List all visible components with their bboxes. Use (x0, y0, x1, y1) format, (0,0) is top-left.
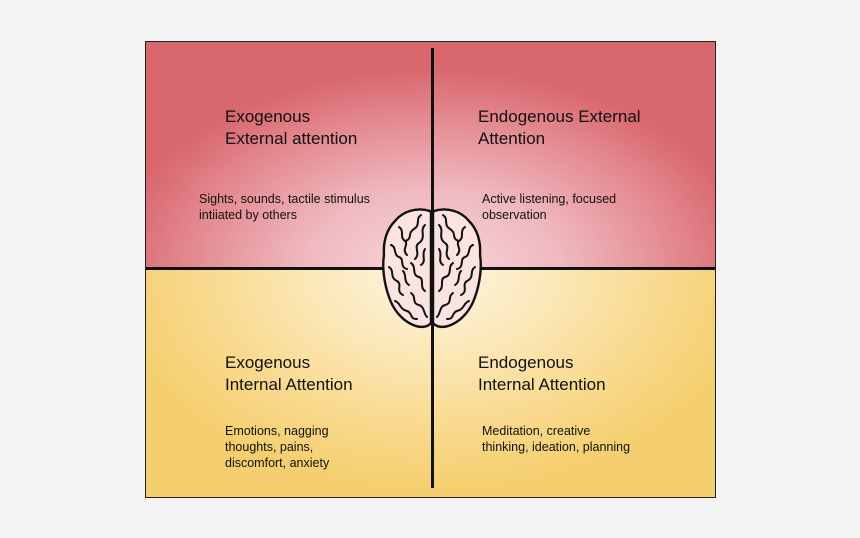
title-line: Internal Attention (478, 374, 606, 396)
quadrant-title-endogenous-internal: Endogenous Internal Attention (478, 352, 606, 396)
desc-line: Active listening, focused (482, 191, 616, 207)
quadrant-title-exogenous-external: Exogenous External attention (225, 106, 357, 150)
brain-icon (381, 205, 483, 331)
title-line: Attention (478, 128, 641, 150)
desc-line: thinking, ideation, planning (482, 439, 630, 455)
quadrant-desc-endogenous-internal: Meditation, creative thinking, ideation,… (482, 423, 630, 455)
quadrant-desc-exogenous-internal: Emotions, nagging thoughts, pains, disco… (225, 423, 329, 471)
desc-line: thoughts, pains, (225, 439, 329, 455)
quadrant-desc-exogenous-external: Sights, sounds, tactile stimulus intiiat… (199, 191, 370, 223)
title-line: Exogenous (225, 106, 357, 128)
desc-line: Sights, sounds, tactile stimulus (199, 191, 370, 207)
quadrant-title-endogenous-external: Endogenous External Attention (478, 106, 641, 150)
quadrant-desc-endogenous-external: Active listening, focused observation (482, 191, 616, 223)
title-line: External attention (225, 128, 357, 150)
desc-line: observation (482, 207, 616, 223)
desc-line: discomfort, anxiety (225, 455, 329, 471)
desc-line: Emotions, nagging (225, 423, 329, 439)
title-line: Endogenous (478, 352, 606, 374)
title-line: Internal Attention (225, 374, 353, 396)
quadrant-title-exogenous-internal: Exogenous Internal Attention (225, 352, 353, 396)
title-line: Endogenous External (478, 106, 641, 128)
desc-line: intiiated by others (199, 207, 370, 223)
quadrant-diagram: Exogenous External attention Sights, sou… (145, 41, 716, 498)
title-line: Exogenous (225, 352, 353, 374)
desc-line: Meditation, creative (482, 423, 630, 439)
